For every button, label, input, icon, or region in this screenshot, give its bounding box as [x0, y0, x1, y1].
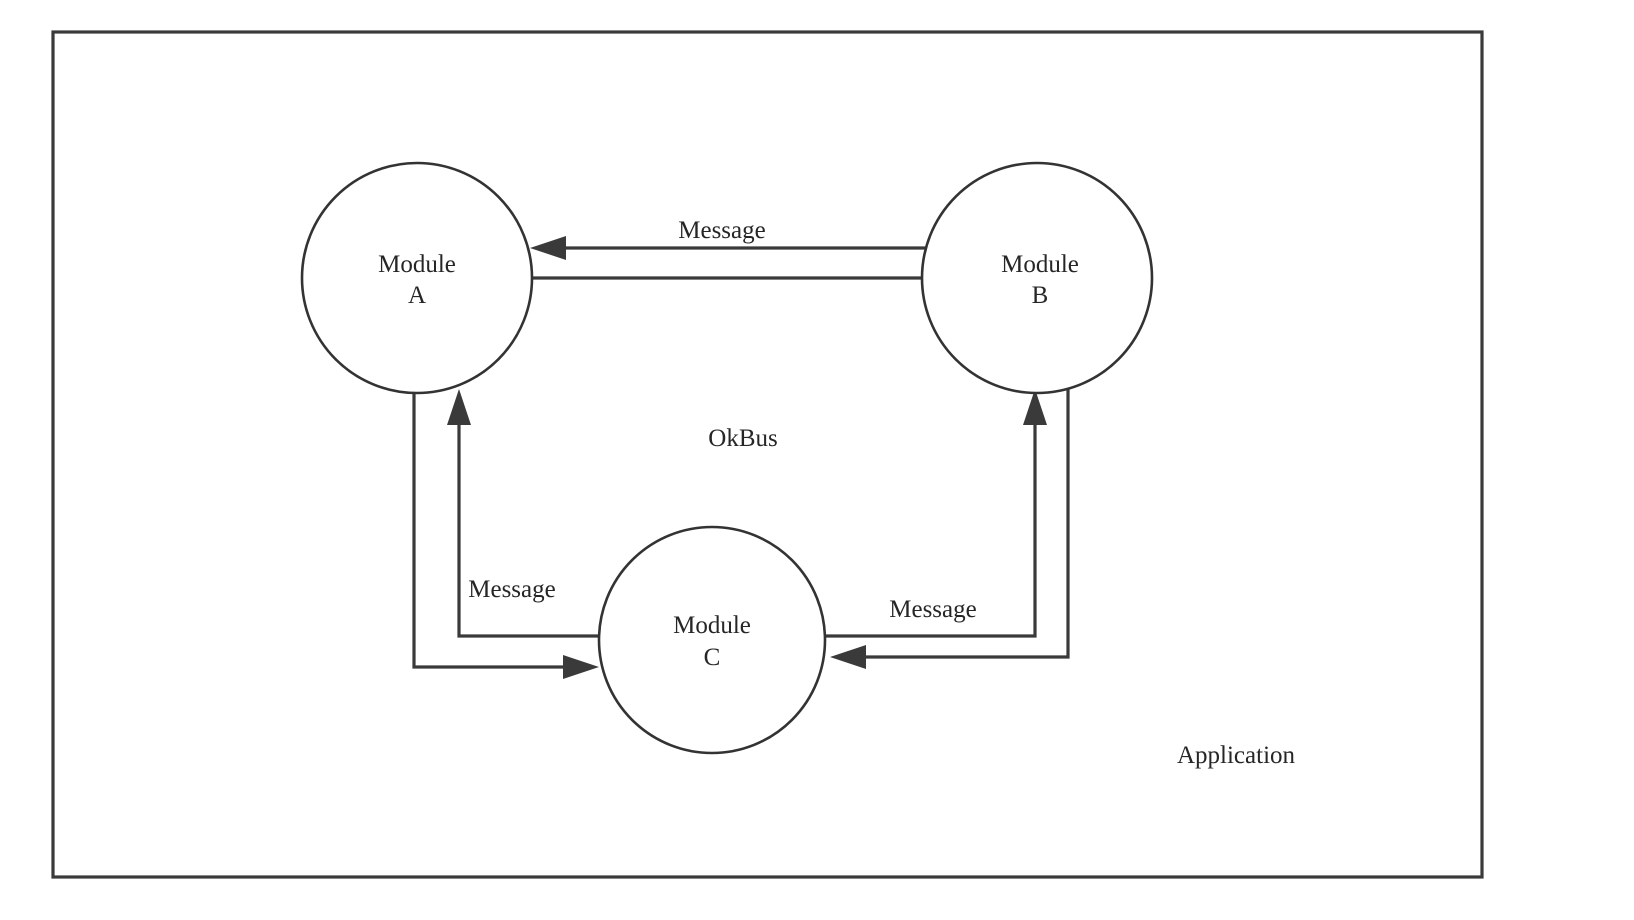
node-module-b[interactable]: Module B	[920, 161, 1154, 395]
edge-c-to-a-path	[457, 414, 600, 638]
module-c-circle[interactable]	[597, 525, 827, 755]
node-module-a[interactable]: Module A	[300, 161, 534, 395]
module-a-circle[interactable]	[300, 161, 534, 395]
edge-a-to-c	[412, 388, 599, 679]
module-a-label-line1: Module	[378, 251, 456, 278]
edge-b-to-a-arrowhead-icon	[530, 236, 566, 260]
edge-b-to-c-path	[855, 388, 1070, 659]
application-boundary-rect	[51, 30, 1484, 879]
module-a-label-line2: A	[408, 282, 426, 309]
edge-label-left-message: Message	[468, 576, 555, 603]
edge-c-to-b-path	[824, 414, 1037, 638]
module-b-label-line2: B	[1032, 282, 1049, 309]
edge-a-to-c-arrowhead-icon	[563, 655, 599, 679]
edge-c-to-a	[447, 389, 600, 638]
node-module-c[interactable]: Module C	[597, 525, 827, 755]
module-b-circle[interactable]	[920, 161, 1154, 395]
edge-a-to-c-path	[412, 388, 574, 669]
edge-label-top-message: Message	[678, 217, 765, 244]
edge-b-to-a	[530, 236, 925, 260]
edge-label-right-message: Message	[889, 596, 976, 623]
edge-c-to-a-arrowhead-icon	[447, 389, 471, 425]
bus-label: OkBus	[708, 425, 777, 452]
edge-b-to-c	[830, 388, 1070, 669]
edge-b-to-c-arrowhead-icon	[830, 645, 866, 669]
edge-c-to-b	[824, 389, 1047, 638]
module-b-label-line1: Module	[1001, 251, 1079, 278]
edge-c-to-b-arrowhead-icon	[1023, 389, 1047, 425]
module-c-label-line2: C	[704, 644, 721, 671]
module-c-label-line1: Module	[673, 612, 751, 639]
application-label: Application	[1177, 742, 1296, 769]
